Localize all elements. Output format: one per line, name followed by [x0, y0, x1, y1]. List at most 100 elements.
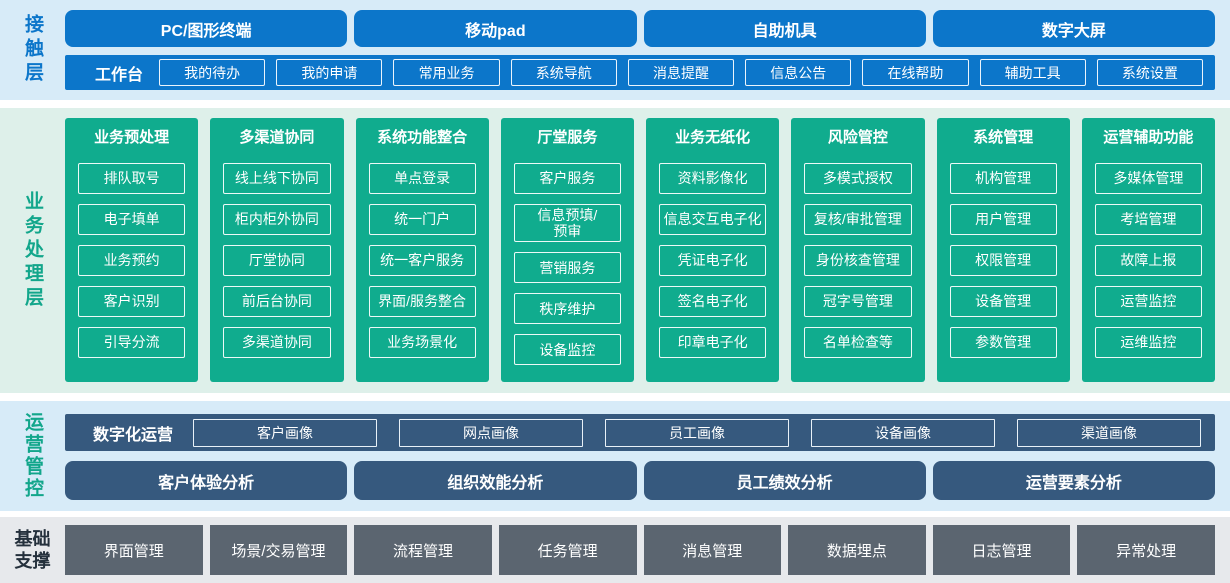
module-item: 信息交互电子化	[659, 204, 767, 235]
module-item: 前后台协同	[223, 286, 331, 317]
module-title: 系统功能整合	[377, 129, 468, 146]
module-title: 多渠道协同	[239, 129, 315, 146]
contact-layer-label-column: 接触层	[0, 0, 65, 100]
portrait-device: 设备画像	[811, 418, 996, 447]
foundation-label: 基础支撑	[14, 528, 51, 572]
portrait-branch: 网点画像	[399, 418, 584, 447]
module-item: 界面/服务整合	[368, 286, 476, 317]
digital-operations-label: 数字化运营	[93, 426, 174, 444]
portrait-items: 客户画像 网点画像 员工画像 设备画像 渠道画像	[193, 418, 1202, 447]
workbench-item-message-reminder: 消息提醒	[627, 59, 735, 86]
module-title: 业务预处理	[94, 129, 170, 146]
module-item: 设备管理	[949, 286, 1057, 317]
workbench-bar: 工作台 我的待办 我的申请 常用业务 系统导航 消息提醒 信息公告 在线帮助 辅…	[65, 55, 1215, 90]
module-item: 运维监控	[1094, 327, 1202, 358]
terminal-mobile-pad: 移动pad	[354, 10, 637, 47]
module-column-system-management: 系统管理 机构管理 用户管理 权限管理 设备管理 参数管理	[936, 118, 1070, 382]
workbench-item-auxiliary-tools: 辅助工具	[979, 59, 1086, 86]
contact-layer-label: 接触层	[22, 14, 43, 86]
workbench-label: 工作台	[95, 66, 144, 84]
module-column-hall-service: 厅堂服务 客户服务 信息预填/ 预审 营销服务 秩序维护 设备监控	[500, 118, 634, 382]
module-item: 考培管理	[1094, 204, 1202, 235]
module-column-risk-control: 风险管控 多模式授权 复核/审批管理 身份核查管理 冠字号管理 名单检查等	[791, 118, 925, 382]
module-item: 业务预约	[78, 245, 186, 276]
module-item: 故障上报	[1094, 245, 1202, 276]
workbench-item-common-business: 常用业务	[393, 59, 500, 86]
module-item: 客户识别	[78, 286, 186, 317]
module-title: 运营辅助功能	[1103, 129, 1194, 146]
module-item: 机构管理	[949, 163, 1057, 194]
module-item: 单点登录	[368, 163, 476, 194]
foundation-data-tracking: 数据埋点	[788, 525, 926, 575]
analysis-org-effectiveness: 组织效能分析	[354, 461, 637, 500]
module-title: 厅堂服务	[537, 129, 598, 146]
workbench-item-my-applications: 我的申请	[276, 59, 383, 86]
terminal-self-service: 自助机具	[643, 10, 926, 47]
module-item: 运营监控	[1094, 286, 1202, 317]
module-item: 权限管理	[949, 245, 1057, 276]
module-item: 营销服务	[513, 252, 621, 284]
terminal-row: PC/图形终端 移动pad 自助机具 数字大屏	[65, 10, 1215, 47]
contact-layer-band: 接触层 PC/图形终端 移动pad 自助机具 数字大屏 工作台 我的待办 我的申…	[0, 0, 1230, 100]
analysis-ops-factors: 运营要素分析	[932, 461, 1215, 500]
foundation-task-management: 任务管理	[498, 525, 637, 575]
foundation-ui-management: 界面管理	[65, 525, 203, 575]
module-item: 客户服务	[513, 163, 621, 194]
business-layer-label: 业务处理层	[22, 190, 43, 311]
module-item: 信息预填/ 预审	[513, 204, 621, 243]
module-item: 统一门户	[368, 204, 476, 235]
portrait-customer: 客户画像	[193, 418, 378, 447]
module-item: 厅堂协同	[223, 245, 331, 276]
business-layer-band: 业务处理层 业务预处理 排队取号 电子填单 业务预约 客户识别 引导分流 多渠道…	[0, 108, 1230, 393]
module-item: 冠字号管理	[804, 286, 912, 317]
foundation-band: 基础支撑 界面管理 场景/交易管理 流程管理 任务管理 消息管理 数据埋点 日志…	[0, 517, 1230, 583]
workbench-item-online-help: 在线帮助	[862, 59, 969, 86]
foundation-row: 界面管理 场景/交易管理 流程管理 任务管理 消息管理 数据埋点 日志管理 异常…	[65, 525, 1215, 575]
module-item: 印章电子化	[659, 327, 767, 358]
module-column-paperless: 业务无纸化 资料影像化 信息交互电子化 凭证电子化 签名电子化 印章电子化	[646, 118, 780, 382]
business-columns: 业务预处理 排队取号 电子填单 业务预约 客户识别 引导分流 多渠道协同 线上线…	[65, 108, 1230, 393]
module-item: 柜内柜外协同	[223, 204, 331, 235]
module-item: 用户管理	[949, 204, 1057, 235]
module-item: 多模式授权	[804, 163, 912, 194]
analysis-row: 客户体验分析 组织效能分析 员工绩效分析 运营要素分析	[65, 461, 1215, 500]
operations-band: 运营管控 数字化运营 客户画像 网点画像 员工画像 设备画像 渠道画像 客户体验…	[0, 401, 1230, 511]
module-item: 引导分流	[78, 327, 186, 358]
operations-content: 数字化运营 客户画像 网点画像 员工画像 设备画像 渠道画像 客户体验分析 组织…	[65, 401, 1230, 511]
module-item: 业务场景化	[368, 327, 476, 358]
module-item: 名单检查等	[804, 327, 912, 358]
foundation-label-column: 基础支撑	[0, 528, 65, 573]
foundation-message-management: 消息管理	[643, 525, 782, 575]
foundation-log-management: 日志管理	[932, 525, 1071, 575]
module-item: 凭证电子化	[659, 245, 767, 276]
module-column-preprocessing: 业务预处理 排队取号 电子填单 业务预约 客户识别 引导分流	[65, 118, 199, 382]
module-item: 参数管理	[949, 327, 1057, 358]
business-layer-label-column: 业务处理层	[0, 108, 65, 393]
terminal-pc: PC/图形终端	[65, 10, 348, 47]
module-item: 复核/审批管理	[804, 204, 912, 235]
module-item: 身份核查管理	[804, 245, 912, 276]
operations-label: 运营管控	[22, 412, 43, 500]
module-item: 多渠道协同	[223, 327, 331, 358]
module-item: 签名电子化	[659, 286, 767, 317]
module-column-ops-auxiliary: 运营辅助功能 多媒体管理 考培管理 故障上报 运营监控 运维监控	[1081, 118, 1215, 382]
foundation-process-management: 流程管理	[354, 525, 492, 575]
module-column-multichannel: 多渠道协同 线上线下协同 柜内柜外协同 厅堂协同 前后台协同 多渠道协同	[210, 118, 344, 382]
foundation-scene-transaction: 场景/交易管理	[209, 525, 348, 575]
module-title: 业务无纸化	[675, 129, 751, 146]
module-column-system-integration: 系统功能整合 单点登录 统一门户 统一客户服务 界面/服务整合 业务场景化	[355, 118, 489, 382]
analysis-customer-experience: 客户体验分析	[65, 461, 348, 500]
module-item: 秩序维护	[513, 293, 621, 325]
module-item: 排队取号	[78, 163, 186, 194]
contact-layer-content: PC/图形终端 移动pad 自助机具 数字大屏 工作台 我的待办 我的申请 常用…	[65, 0, 1230, 100]
portrait-channel: 渠道画像	[1017, 418, 1202, 447]
module-item: 资料影像化	[659, 163, 767, 194]
digital-operations-bar: 数字化运营 客户画像 网点画像 员工画像 设备画像 渠道画像	[65, 414, 1215, 451]
foundation-exception-handling: 异常处理	[1077, 525, 1215, 575]
module-item: 多媒体管理	[1094, 163, 1202, 194]
module-item: 线上线下协同	[223, 163, 331, 194]
workbench-item-system-settings: 系统设置	[1096, 59, 1203, 86]
analysis-employee-performance: 员工绩效分析	[643, 461, 926, 500]
module-item: 统一客户服务	[368, 245, 476, 276]
